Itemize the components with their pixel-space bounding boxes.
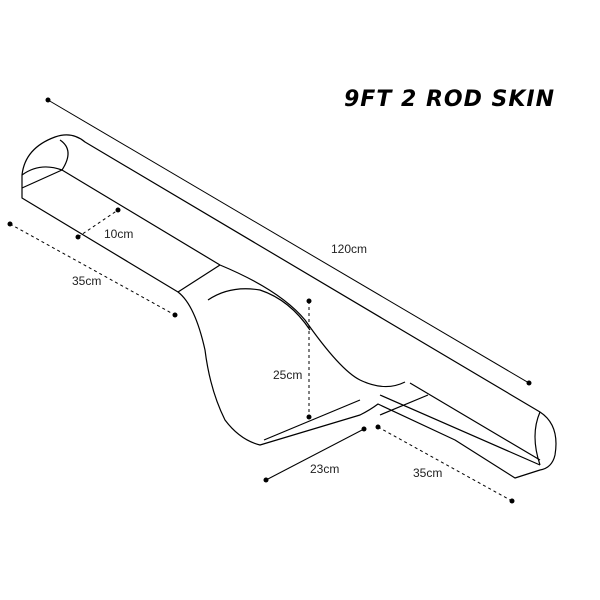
left-segment-divider: [177, 264, 221, 293]
right-top-edge: [409, 382, 541, 461]
length-dimension-line: [47, 99, 530, 384]
left-depth-dimension-line: [77, 209, 119, 238]
rod-pocket-lower-curve: [207, 288, 311, 331]
right-width-dimension-end: [509, 498, 515, 504]
right-end-edge: [534, 411, 541, 466]
pocket-depth-dimension-end: [306, 414, 312, 420]
bottom-width-dimension-end: [361, 426, 367, 432]
right-segment-divider: [379, 394, 429, 416]
length-dimension-start: [45, 97, 51, 103]
left-depth-dimension-end: [115, 207, 121, 213]
right-width-dimension-line: [377, 426, 513, 502]
right-width-dimension-start: [375, 424, 381, 430]
rod-pocket-inner-line: [263, 399, 361, 441]
left-depth-label: 10cm: [104, 227, 134, 241]
length-label: 120cm: [331, 242, 368, 256]
right-front-edge: [379, 394, 541, 466]
bottom-width-dimension-line: [265, 428, 365, 481]
length-dimension-end: [526, 380, 532, 386]
left-width-dimension-line: [9, 223, 176, 316]
pocket-depth-label: 25cm: [273, 368, 303, 382]
left-front-edge: [61, 169, 221, 266]
left-width-label: 35cm: [72, 274, 102, 288]
rod-pocket-curve: [219, 264, 406, 388]
bottom-width-label: 23cm: [310, 462, 340, 476]
left-depth-dimension-start: [75, 234, 81, 240]
right-width-label: 35cm: [413, 466, 443, 480]
pocket-depth-dimension-start: [306, 298, 312, 304]
left-width-dimension-start: [7, 221, 13, 227]
bottom-width-dimension-start: [263, 477, 269, 483]
left-end-cap: [21, 166, 63, 176]
left-width-dimension-end: [172, 312, 178, 318]
diagram-title: 9FT 2 ROD SKIN: [344, 87, 556, 112]
